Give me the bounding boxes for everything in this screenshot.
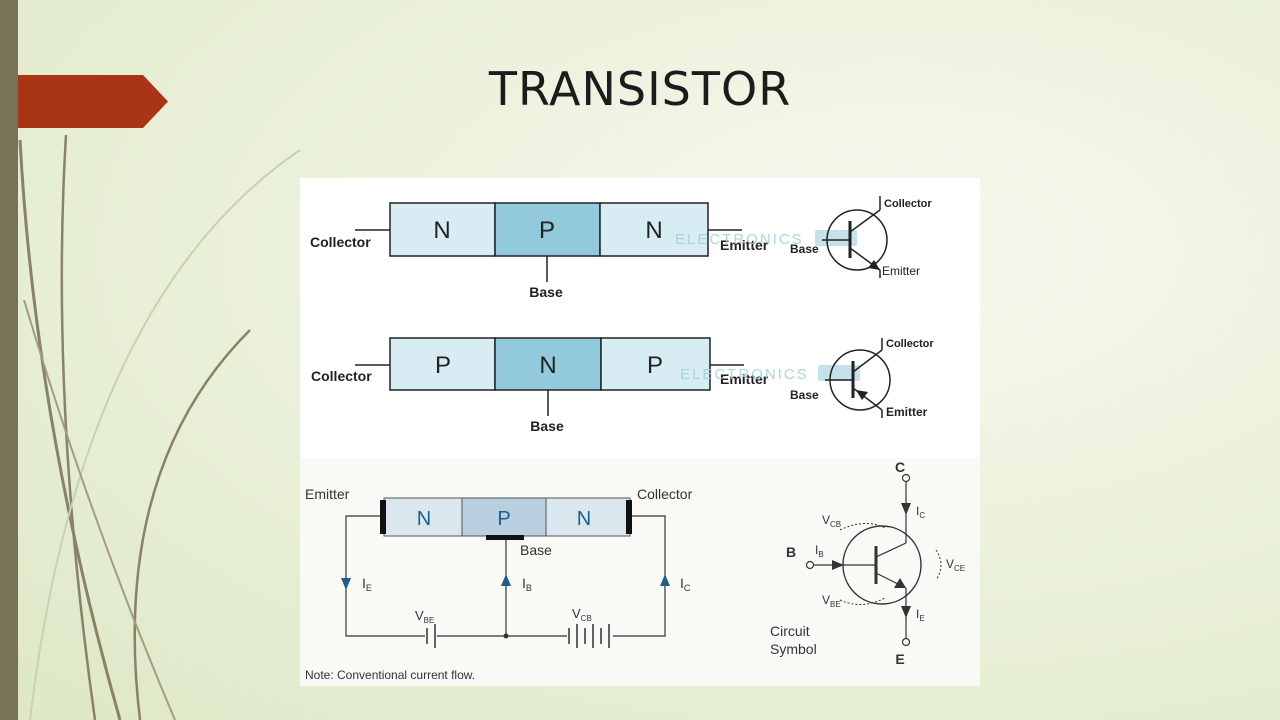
circuit-panel: N P N Emitter Collector Base	[300, 458, 980, 686]
pnp-symbol: Collector Base Emitter	[790, 338, 934, 419]
circuit-vbe-sub: BE	[424, 616, 435, 625]
symbol-ic-sub: C	[919, 511, 925, 520]
svg-text:VCB: VCB	[822, 513, 841, 529]
bias-circuit: N P N Emitter Collector Base	[305, 486, 693, 682]
pnp-symbol-emitter: Emitter	[886, 405, 928, 419]
svg-text:IC: IC	[916, 504, 925, 520]
pnp-region-2: N	[539, 352, 556, 379]
npn-symbol: Collector Base Emitter	[790, 196, 932, 278]
pnp-base-label: Base	[530, 418, 564, 434]
symbol-vbe-sub: BE	[830, 600, 841, 609]
svg-text:VCB: VCB	[572, 606, 592, 623]
svg-text:VCE: VCE	[946, 557, 965, 573]
circuit-collector-label: Collector	[637, 486, 693, 502]
pnp-collector-label: Collector	[311, 368, 372, 384]
npn-symbol-emitter: Emitter	[882, 264, 920, 278]
symbol-caption-line1: Circuit	[770, 623, 810, 639]
symbol-vbe-label: V	[822, 593, 830, 607]
circuit-emitter-label: Emitter	[305, 486, 350, 502]
symbol-ib-sub: B	[818, 550, 823, 559]
symbol-b-label: B	[786, 544, 796, 560]
npn-symbol-collector: Collector	[884, 198, 932, 210]
pnp-region-3: P	[647, 352, 663, 379]
npn-pnp-panel: N P N Collector Emitter Base ELECTRONICS…	[300, 178, 980, 460]
svg-text:IE: IE	[916, 607, 925, 623]
circuit-ic-sub: C	[684, 583, 691, 593]
svg-text:IB: IB	[815, 543, 824, 559]
circuit-vcb-sub: CB	[581, 614, 592, 623]
pnp-structure: P N P Collector Emitter Base ELECTRONICS	[311, 337, 860, 434]
svg-text:IE: IE	[362, 575, 372, 593]
circuit-region-2: P	[497, 508, 510, 530]
symbol-c-label: C	[895, 459, 905, 475]
npn-region-3: N	[645, 217, 662, 244]
circuit-note: Note: Conventional current flow.	[305, 668, 475, 682]
npn-collector-label: Collector	[310, 234, 371, 250]
symbol-vcb-sub: CB	[830, 520, 841, 529]
svg-text:IC: IC	[680, 575, 691, 593]
circuit-ie-label: I	[362, 575, 366, 591]
circuit-base-label: Base	[520, 542, 552, 558]
svg-text:VBE: VBE	[415, 608, 434, 625]
symbol-ie-sub: E	[919, 614, 924, 623]
symbol-ie-label: I	[916, 607, 919, 621]
npn-structure: N P N Collector Emitter Base ELECTRONICS	[310, 202, 857, 300]
pnp-region-1: P	[435, 352, 451, 379]
npn-region-1: N	[433, 217, 450, 244]
circuit-region-3: N	[577, 508, 591, 530]
symbol-e-label: E	[895, 651, 904, 667]
circuit-ie-sub: E	[366, 583, 372, 593]
left-sidebar-bar	[0, 0, 18, 720]
npn-symbol-base: Base	[790, 242, 819, 256]
slide-title: TRANSISTOR	[488, 62, 792, 116]
pnp-symbol-collector: Collector	[886, 338, 934, 350]
circuit-vcb-label: V	[572, 606, 581, 621]
pnp-watermark: ELECTRONICS	[680, 366, 809, 383]
npn-region-2: P	[539, 217, 555, 244]
circuit-region-1: N	[417, 508, 431, 530]
symbol-caption-line2: Symbol	[770, 641, 817, 657]
svg-text:VBE: VBE	[822, 593, 841, 609]
symbol-vcb-label: V	[822, 513, 830, 527]
circuit-vbe-label: V	[415, 608, 424, 623]
pnp-emitter-label: Emitter	[720, 371, 769, 387]
symbol-vce-label: V	[946, 557, 954, 571]
pnp-symbol-base: Base	[790, 388, 819, 402]
npn-watermark: ELECTRONICS	[675, 231, 804, 248]
svg-text:IB: IB	[522, 575, 532, 593]
npn-base-label: Base	[529, 284, 563, 300]
circuit-ib-label: I	[522, 575, 526, 591]
symbol-ic-label: I	[916, 504, 919, 518]
circuit-symbol: C IC B IB IE E VCB VBE VCE	[770, 459, 965, 667]
symbol-vce-sub: CE	[954, 564, 965, 573]
symbol-ib-label: I	[815, 543, 818, 557]
npn-emitter-label: Emitter	[720, 237, 769, 253]
title-accent-tab	[18, 75, 168, 128]
circuit-ic-label: I	[680, 575, 684, 591]
circuit-ib-sub: B	[526, 583, 532, 593]
decorative-curves	[18, 134, 301, 720]
